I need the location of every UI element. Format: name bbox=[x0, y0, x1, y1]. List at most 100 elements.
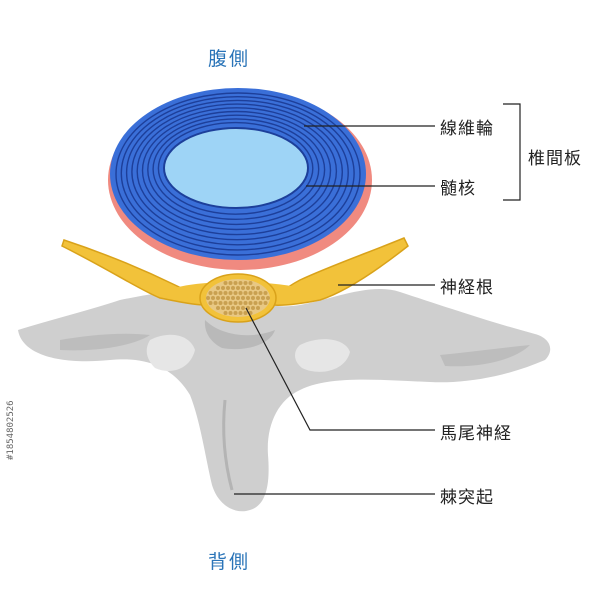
nerve-fiber bbox=[258, 301, 263, 305]
nerve-fiber bbox=[248, 281, 253, 285]
cauda-equina bbox=[199, 273, 277, 323]
nucleus-pulposus bbox=[163, 127, 309, 209]
nerve-fiber bbox=[218, 301, 223, 305]
annulus-ring bbox=[141, 110, 332, 231]
cauda-equina-fibers bbox=[206, 281, 270, 315]
nerve-fiber bbox=[226, 296, 230, 300]
spinous-process-label: 棘突起 bbox=[440, 488, 494, 508]
nerve-fiber bbox=[238, 281, 243, 285]
nerve-fiber bbox=[228, 281, 233, 285]
intervertebral-disc bbox=[108, 88, 372, 270]
vertebra-light-right bbox=[295, 339, 350, 372]
nerve-fiber bbox=[223, 311, 228, 315]
nerve-fiber bbox=[251, 296, 255, 300]
nerve-fiber bbox=[241, 286, 245, 290]
annulus-ring bbox=[152, 118, 320, 221]
nerve-fiber bbox=[256, 286, 260, 290]
nerve-fiber bbox=[248, 291, 253, 295]
nerve-fiber bbox=[233, 291, 238, 295]
nerve-fiber bbox=[251, 286, 255, 290]
annulus-ring bbox=[131, 103, 344, 241]
nerve-fiber bbox=[241, 306, 245, 310]
nerve-fiber bbox=[248, 301, 253, 305]
nerve-fiber bbox=[233, 281, 238, 285]
nerve-fiber bbox=[261, 296, 265, 300]
nerve-fiber bbox=[231, 296, 235, 300]
nerve-fiber bbox=[228, 291, 233, 295]
vertebra-body bbox=[18, 289, 551, 512]
bracket-disc bbox=[503, 103, 521, 201]
nerve-fiber bbox=[213, 291, 218, 295]
annulus-ring bbox=[125, 99, 349, 246]
nerve-fiber bbox=[236, 286, 240, 290]
nerve-fiber bbox=[233, 311, 238, 315]
spinous-shadow bbox=[222, 399, 234, 491]
nerve-fiber bbox=[208, 301, 213, 305]
nerve-fiber bbox=[226, 306, 230, 310]
annulus-ring bbox=[157, 121, 314, 215]
nerve-fiber bbox=[253, 291, 258, 295]
leader-lines bbox=[234, 103, 521, 495]
nerve-fiber bbox=[246, 286, 250, 290]
nerve-fiber bbox=[226, 286, 230, 290]
nerve-fiber bbox=[258, 291, 263, 295]
nerve-fiber bbox=[221, 296, 225, 300]
nerve-fiber bbox=[223, 281, 228, 285]
nerve-fiber bbox=[236, 296, 240, 300]
nerve-fiber bbox=[238, 311, 243, 315]
cauda-equina-label: 馬尾神経 bbox=[440, 424, 512, 444]
nerve-fiber bbox=[238, 301, 243, 305]
annulus-ring bbox=[147, 114, 326, 226]
nerve-fiber bbox=[251, 306, 255, 310]
nucleus-pulposus-label: 髄核 bbox=[440, 179, 476, 199]
nerve-fiber bbox=[228, 311, 233, 315]
nerve-fiber bbox=[218, 291, 223, 295]
nerve-fiber bbox=[266, 296, 270, 300]
vertebra-shadow-right bbox=[440, 345, 530, 367]
nerve-fiber bbox=[238, 291, 243, 295]
intervertebral-disc-label: 椎間板 bbox=[528, 149, 582, 169]
nerve-fiber bbox=[246, 296, 250, 300]
annulus-rings bbox=[115, 92, 361, 256]
nerve-fiber bbox=[216, 286, 220, 290]
annulus-ring bbox=[136, 107, 338, 236]
nerve-fiber bbox=[256, 296, 260, 300]
nerve-fiber bbox=[231, 306, 235, 310]
nerve-fiber bbox=[233, 301, 238, 305]
nerve-fiber bbox=[216, 306, 220, 310]
nerve-fiber bbox=[253, 301, 258, 305]
nerve-fiber bbox=[211, 296, 215, 300]
nerve-fiber bbox=[263, 301, 268, 305]
leader-cauda bbox=[245, 307, 435, 431]
annulus-fibrosus-label: 線維輪 bbox=[440, 119, 494, 139]
nerve-fiber bbox=[206, 296, 210, 300]
nerve-fiber bbox=[256, 306, 260, 310]
nerve-fiber bbox=[241, 296, 245, 300]
nerve-fiber bbox=[223, 301, 228, 305]
nerve-fiber bbox=[236, 306, 240, 310]
nerve-fiber bbox=[243, 291, 248, 295]
dorsal-label: 背側 bbox=[208, 551, 251, 573]
nerve-root-label: 神経根 bbox=[440, 278, 494, 298]
nerve-fiber bbox=[243, 301, 248, 305]
nerve-fiber bbox=[243, 281, 248, 285]
annulus-ring bbox=[120, 96, 355, 251]
nerve-fiber bbox=[216, 296, 220, 300]
nerve-fiber bbox=[221, 286, 225, 290]
vertebra bbox=[18, 289, 551, 512]
nerve-fiber bbox=[231, 286, 235, 290]
stock-id: #1854802526 bbox=[6, 400, 16, 460]
nerve-fiber bbox=[208, 291, 213, 295]
annulus-ring bbox=[115, 92, 361, 256]
nerve-fiber bbox=[223, 291, 228, 295]
canal-notch bbox=[204, 320, 275, 350]
nerve-fiber bbox=[228, 301, 233, 305]
vertebra-light-left bbox=[146, 334, 195, 371]
ventral-label: 腹側 bbox=[208, 48, 251, 70]
nerve-fiber bbox=[243, 311, 248, 315]
vertebra-shadow-left bbox=[60, 333, 150, 351]
nerve-fiber bbox=[213, 301, 218, 305]
nerve-fiber bbox=[263, 291, 268, 295]
